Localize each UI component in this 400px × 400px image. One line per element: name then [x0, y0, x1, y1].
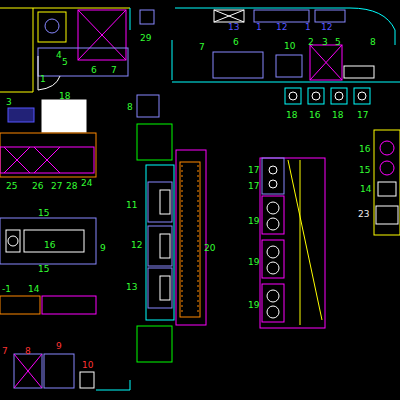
callout-number: 26 — [32, 181, 43, 191]
callout-number: 16 — [44, 240, 55, 250]
callout-number: 6 — [233, 37, 239, 47]
callout-number: 17 — [248, 165, 259, 175]
callout-number: 13 — [228, 22, 239, 32]
callout-number: 16 — [359, 144, 370, 154]
callout-number: 19 — [248, 257, 259, 267]
callout-number: 18 — [59, 91, 70, 101]
callout-number: 9 — [56, 341, 62, 351]
callout-number: 25 — [6, 181, 17, 191]
callout-number: 1 — [305, 22, 311, 32]
callout-number: 12 — [131, 240, 142, 250]
callout-number: 23 — [358, 209, 369, 219]
callout-number: 29 — [140, 33, 151, 43]
callout-number: 13 — [126, 282, 137, 292]
callout-number: 7 — [199, 42, 205, 52]
callout-number: 1 — [40, 74, 46, 84]
callout-number: 8 — [370, 37, 376, 47]
callout-number: 16 — [309, 110, 320, 120]
callout-number: 19 — [248, 300, 259, 310]
callout-number: 18 — [332, 110, 343, 120]
callout-number: 5 — [335, 37, 341, 47]
callout-number: 14 — [28, 284, 39, 294]
callout-number: 18 — [286, 110, 297, 120]
callout-number: 12 — [321, 22, 332, 32]
callout-number: 1 — [256, 22, 262, 32]
callout-number: 15 — [38, 208, 49, 218]
callout-number: 27 — [51, 181, 62, 191]
callout-number: 28 — [66, 181, 77, 191]
callout-number: 6 — [91, 65, 97, 75]
callout-number: 17 — [357, 110, 368, 120]
callout-number: 8 — [127, 102, 133, 112]
callout-number: 3 — [6, 97, 12, 107]
callout-number: 12 — [276, 22, 287, 32]
callout-number: 9 — [100, 243, 106, 253]
callout-number: 7 — [2, 346, 8, 356]
callout-number: 15 — [38, 264, 49, 274]
callout-number: 15 — [359, 165, 370, 175]
callout-number: 7 — [111, 65, 117, 75]
callout-number: 5 — [62, 57, 68, 67]
callout-number: 8 — [25, 346, 31, 356]
callout-number: 10 — [284, 41, 295, 51]
callout-number: 4 — [56, 50, 62, 60]
callout-number: 3 — [322, 37, 328, 47]
callout-number: 19 — [248, 216, 259, 226]
callout-number: 10 — [82, 360, 93, 370]
callout-number: -1 — [2, 284, 11, 294]
callout-number: 11 — [126, 200, 137, 210]
callout-number: 14 — [360, 184, 371, 194]
callout-number: 20 — [204, 243, 215, 253]
callout-number: 24 — [81, 178, 92, 188]
callout-number: 2 — [308, 37, 314, 47]
callout-number: 17 — [248, 181, 259, 191]
